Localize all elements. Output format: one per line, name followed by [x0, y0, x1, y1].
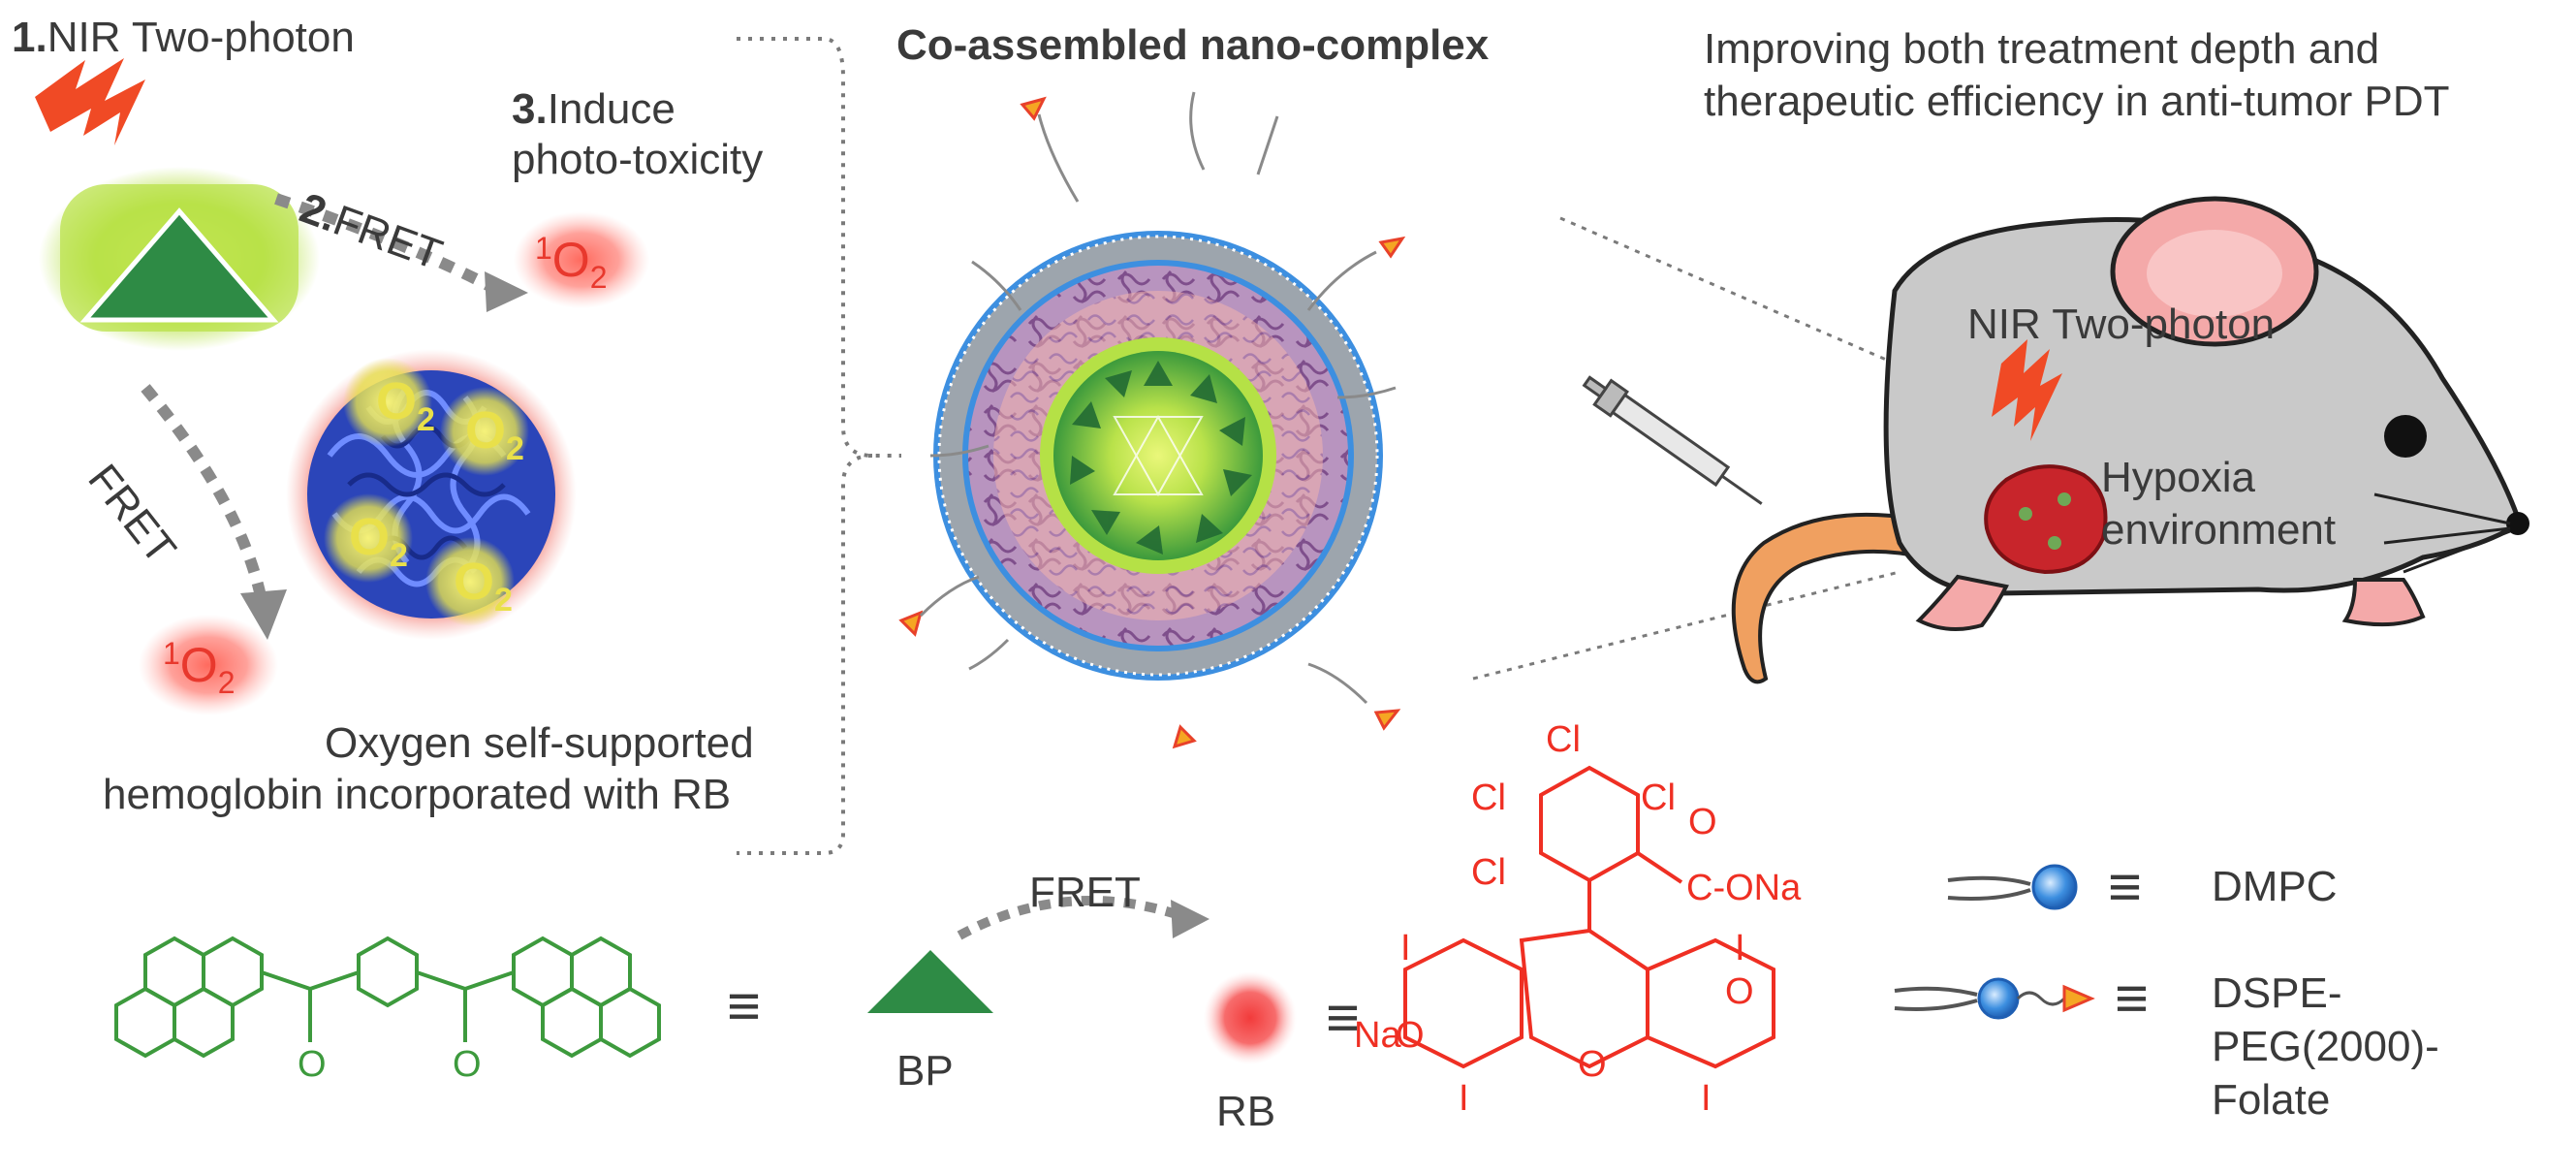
hypoxia-label-line1: Hypoxia — [2101, 454, 2255, 501]
rb-carboxylate: C-ONa — [1686, 868, 1802, 908]
hypoxia-label-line2: environment — [2101, 506, 2337, 554]
folate-ligands — [898, 96, 1406, 749]
bp-molecule-structure — [114, 936, 661, 1059]
nano-complex-title: Co-assembled nano-complex — [896, 21, 1490, 69]
equiv-sign-rb: ≡ — [1326, 985, 1361, 1050]
rb-cl-left: Cl — [1471, 777, 1506, 818]
fret-arrow-left — [141, 384, 287, 640]
bp-triangle-glow — [39, 167, 320, 351]
dmpc-label: DMPC — [2212, 863, 2338, 910]
oxygen-label-2: O2 — [465, 401, 524, 467]
hemoglobin-caption-line2: hemoglobin incorporated with RB — [103, 771, 732, 818]
peg-tethers — [919, 91, 1397, 705]
rb-iodo-bottom-left: I — [1459, 1078, 1469, 1119]
rb-iodo-left: I — [1400, 928, 1411, 968]
singlet-oxygen-label-top: 1O2 — [535, 231, 608, 295]
fret-arrow-step2 — [274, 193, 528, 312]
dspe-label-line1: DSPE- — [2212, 969, 2342, 1017]
rb-carbonyl-o: O — [1688, 802, 1717, 842]
dspe-label-line2: PEG(2000)- — [2212, 1023, 2439, 1070]
zoom-line-bottom — [1472, 570, 1901, 681]
panel-divider — [737, 37, 901, 855]
hemoglobin-caption-line1: Oxygen self-supported — [325, 719, 754, 767]
zoom-line-top — [1559, 216, 1930, 380]
singlet-oxygen-label-bottom: 1O2 — [163, 636, 236, 700]
singlet-oxygen-glow-top — [514, 211, 649, 308]
rb-quinone-o: O — [1725, 971, 1754, 1012]
oxygen-label-4: O2 — [454, 553, 513, 619]
rb-cl-top: Cl — [1546, 719, 1581, 760]
rb-label: RB — [1216, 1088, 1276, 1135]
hemoglobin-sphere — [286, 349, 577, 640]
rb-cl-right: Cl — [1641, 777, 1676, 818]
rb-dot — [1204, 971, 1297, 1064]
oxygen-label-3: O2 — [349, 508, 408, 574]
treatment-caption-line1: Improving both treatment depth and — [1704, 25, 2380, 73]
equiv-sign-dspe: ≡ — [2115, 966, 2150, 1031]
bp-carbonyl-o-right: O — [453, 1044, 482, 1085]
dspe-peg-folate-icon — [1894, 977, 2095, 1020]
step1-label: 1.NIR Two-photon — [12, 14, 355, 61]
lightning-icon — [35, 58, 145, 145]
fret-label-bottom: FRET — [1029, 869, 1141, 916]
rb-molecule-structure — [1403, 765, 1775, 1069]
equiv-sign-bp: ≡ — [727, 973, 762, 1038]
oxygen-label-1: O2 — [376, 372, 435, 438]
bp-label: BP — [896, 1047, 954, 1095]
mouse-nir-label: NIR Two-photon — [1967, 301, 2276, 348]
nano-complex — [933, 231, 1383, 681]
rb-na: Na — [1354, 1015, 1401, 1056]
step3-label-line2: photo-toxicity — [512, 136, 764, 183]
step3-label-line1: 3.Induce — [512, 85, 675, 133]
rb-phenolate-o: O — [1396, 1015, 1425, 1056]
fret-arrow-bottom — [957, 896, 1209, 940]
rb-iodo-bottom-right: I — [1701, 1078, 1712, 1119]
bp-triangle — [867, 950, 993, 1013]
mouse-illustration — [1582, 196, 2529, 684]
treatment-caption-line2: therapeutic efficiency in anti-tumor PDT — [1704, 78, 2450, 125]
rb-cl-bottom: Cl — [1471, 852, 1506, 893]
singlet-oxygen-glow-bottom — [139, 615, 278, 715]
dspe-label-line3: Folate — [2212, 1076, 2331, 1124]
bp-carbonyl-o-left: O — [298, 1044, 327, 1085]
rb-iodo-right: I — [1735, 928, 1745, 968]
equiv-sign-dmpc: ≡ — [2108, 854, 2143, 919]
dmpc-lipid-icon — [1947, 864, 2078, 910]
rb-ring-o: O — [1578, 1044, 1607, 1085]
